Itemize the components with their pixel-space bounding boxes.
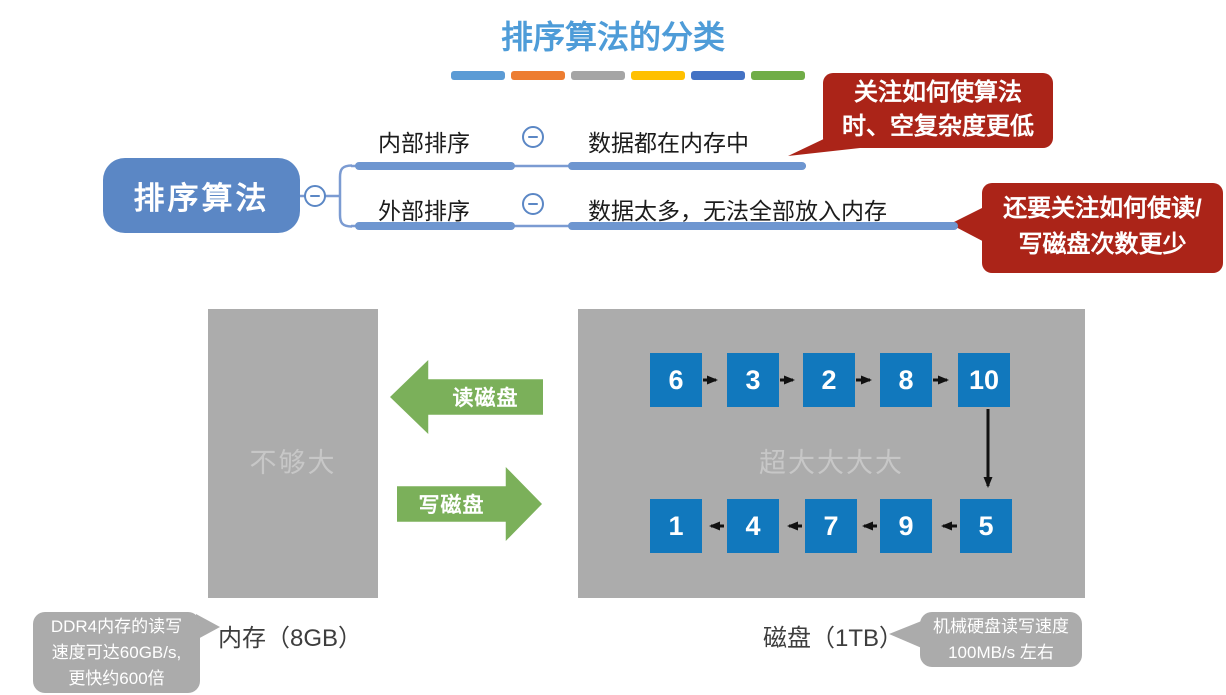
branch-line [568,222,958,230]
callout-tail-icon [950,203,992,246]
memory-caption: 内存（8GB） [218,625,363,652]
note-line: 100MB/s 左右 [948,643,1054,662]
collapse-minus-icon[interactable] [304,185,326,207]
data-node: 5 [960,499,1012,553]
data-node: 1 [650,499,702,553]
note-line: 速度可达60GB/s, [51,643,182,662]
data-node: 7 [805,499,857,553]
callout-line: 写磁盘次数更少 [1018,231,1187,258]
flow-arrows [703,375,993,531]
branch-line [355,222,515,230]
branch-internal-desc: 数据都在内存中 [588,130,749,156]
read-disk-label: 读磁盘 [452,387,519,410]
external-sort-callout: 还要关注如何使读/ 写磁盘次数更少 [982,183,1223,273]
disk-speed-note: 机械硬盘读写速度 100MB/s 左右 [920,612,1082,667]
data-node: 8 [880,353,932,407]
disk-caption: 磁盘（1TB） [763,625,904,652]
memory-block [208,309,378,598]
page-title: 排序算法的分类 [500,19,725,55]
disk-size-label: 超大大大大 [759,448,904,478]
note-line: 机械硬盘读写速度 [933,617,1069,636]
note-line: DDR4内存的读写 [50,617,183,636]
branch-internal-label: 内部排序 [378,130,470,156]
accent-dash-icon [751,71,805,80]
accent-dash-icon [511,71,565,80]
callout-line: 时、空复杂度更低 [842,113,1034,140]
callout-line: 关注如何使算法 [854,79,1022,106]
accent-dash-icon [451,71,505,80]
memory-speed-note: DDR4内存的读写 速度可达60GB/s, 更快约600倍 [33,612,200,693]
branch-line [568,162,806,170]
collapse-minus-icon[interactable] [522,126,544,148]
write-disk-label: 写磁盘 [418,494,485,517]
branch-external-desc: 数据太多，无法全部放入内存 [588,198,887,224]
callout-line: 还要关注如何使读/ [1003,195,1202,222]
note-line: 更快约600倍 [68,669,165,688]
data-node: 9 [880,499,932,553]
callout-tail-icon [196,614,220,640]
callout-tail-icon [889,620,924,649]
mindmap-root-node: 排序算法 [103,158,300,233]
data-node: 4 [727,499,779,553]
accent-dash-icon [691,71,745,80]
branch-external-label: 外部排序 [378,198,470,224]
memory-size-label: 不够大 [249,448,337,478]
data-node: 2 [803,353,855,407]
data-node: 6 [650,353,702,407]
collapse-minus-icon[interactable] [522,193,544,215]
branch-line [355,162,515,170]
data-node: 3 [727,353,779,407]
accent-dash-icon [571,71,625,80]
accent-dashes [451,71,805,80]
accent-dash-icon [631,71,685,80]
data-node: 10 [958,353,1010,407]
internal-sort-callout: 关注如何使算法 时、空复杂度更低 [823,73,1053,148]
